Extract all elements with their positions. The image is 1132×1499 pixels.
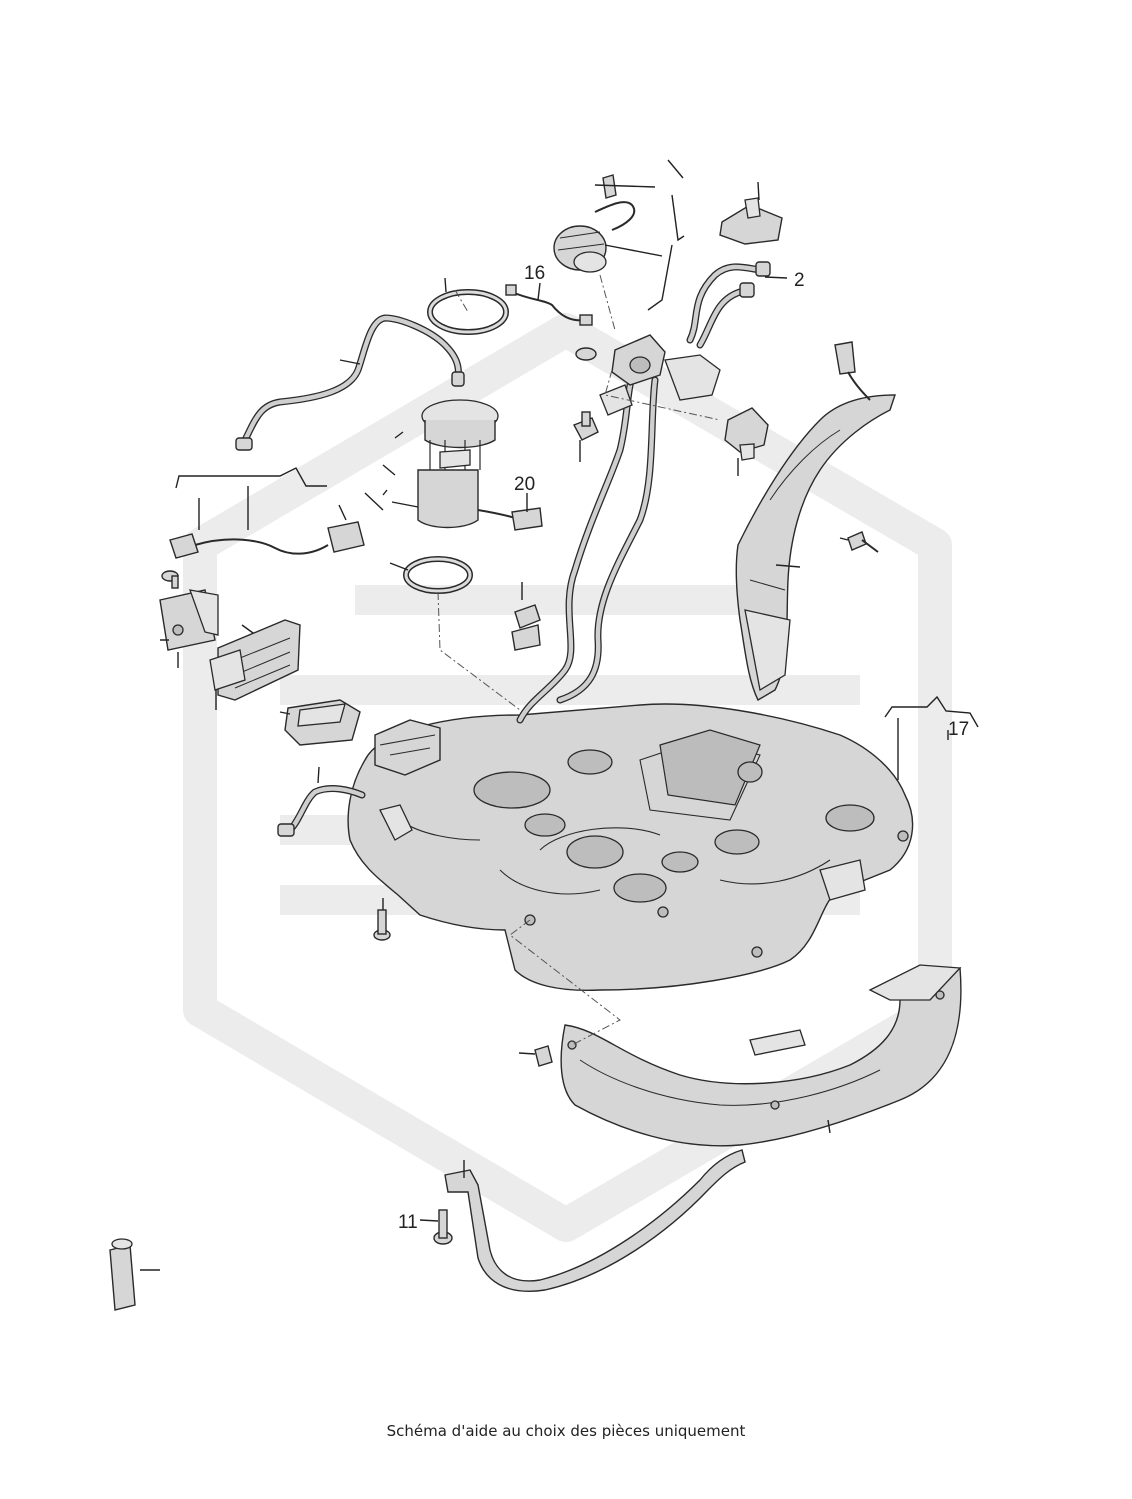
pipe-clip-holder[interactable] [724,407,769,461]
filler-neck-pipe[interactable] [516,334,721,724]
vent-valve-block[interactable] [374,719,441,776]
tank-screw-left[interactable] [373,909,391,941]
leader-lines [140,159,979,1271]
vent-tube[interactable] [686,261,771,349]
push-rivet[interactable] [847,531,879,553]
cylinder-part[interactable] [109,1238,136,1311]
filler-bolt[interactable] [573,411,599,441]
filler-bracket[interactable] [719,197,783,245]
electrical-connector-housing[interactable] [284,699,361,746]
breather-hose[interactable] [277,785,366,837]
callout-17: 17 [948,719,969,740]
fuel-pump-assembly[interactable] [417,399,543,531]
callout-11: 11 [398,1212,418,1233]
bracket-screw[interactable] [161,570,179,589]
fuel-tank[interactable] [347,703,914,992]
tank-nut[interactable] [534,1045,553,1067]
cap-tether-wire[interactable] [594,174,636,231]
wiring-harness-left[interactable] [169,521,365,559]
heat-shield-bottom[interactable] [560,964,962,1147]
line-clip[interactable] [511,604,541,651]
wiring-harness-16[interactable] [505,284,593,326]
diagram-caption: Schéma d'aide au choix des pièces unique… [386,1422,746,1440]
heat-shield-vertical[interactable] [735,341,896,701]
grommet[interactable] [575,347,597,361]
callout-20: 20 [514,474,535,495]
control-unit-cover[interactable] [209,619,301,701]
fuel-supply-line[interactable] [235,314,465,451]
callout-16: 16 [524,263,545,284]
pump-locking-ring[interactable] [427,289,509,335]
tank-strap[interactable] [444,1149,746,1292]
strap-bolt[interactable] [433,1209,453,1245]
pump-seal-ring[interactable] [403,556,473,594]
assembly-guidelines [437,274,721,1046]
control-unit-bracket[interactable] [159,589,219,651]
pump-opening [473,771,551,809]
sender-opening [567,749,613,775]
filler-cap[interactable] [553,225,607,273]
callout-2: 2 [794,270,805,291]
